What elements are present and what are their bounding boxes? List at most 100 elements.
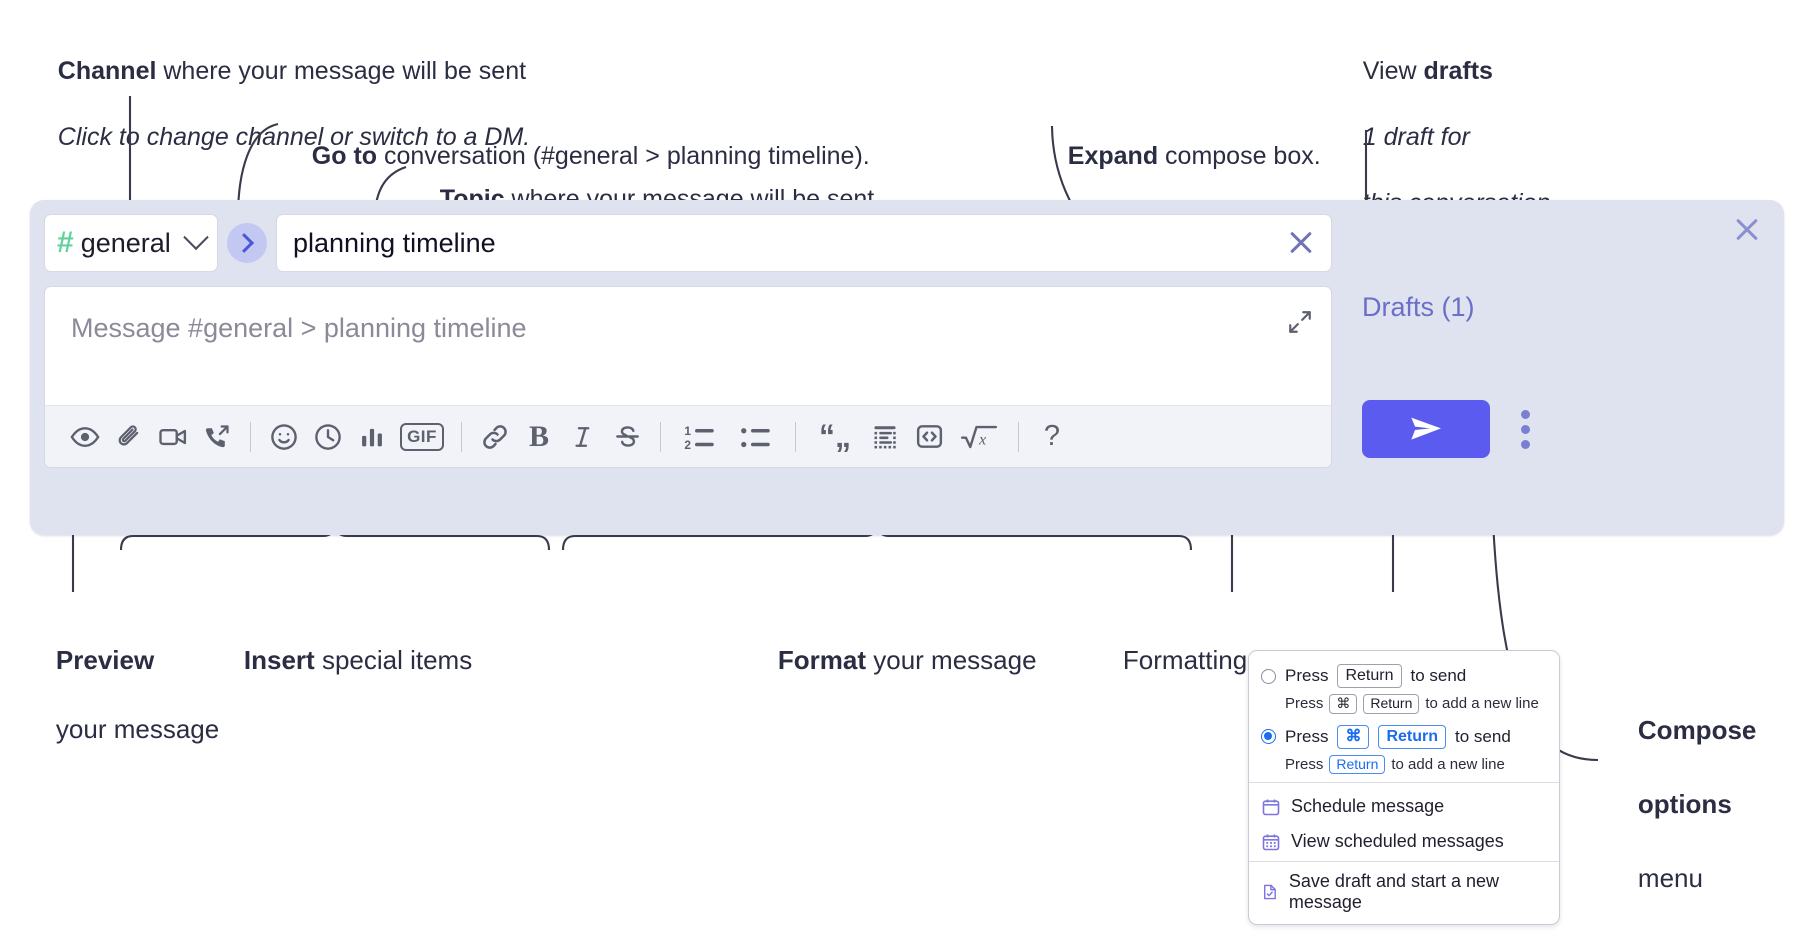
blockquote-label: “„ [819,418,851,454]
bold-icon[interactable]: B [517,415,561,459]
option2-sub-post: to add a new line [1391,755,1505,773]
chevron-down-icon [183,224,209,251]
message-placeholder: Message #general > planning timeline [71,313,527,343]
gif-label: GIF [400,422,444,451]
annotation-channel-rest: where your message will be sent [156,57,527,85]
poll-bar-chart-icon[interactable] [350,415,394,459]
send-button[interactable] [1362,400,1490,458]
menu-divider [1249,861,1559,862]
topic-value: planning timeline [293,227,496,258]
option2-pre: Press [1285,726,1329,746]
bold-label: B [528,419,549,453]
save-draft-icon [1264,884,1276,900]
send-option-cmd-return-sub: Press Return to add a new line [1285,754,1547,774]
option1-pre: Press [1285,666,1329,685]
menu-item-label: Save draft and start a new message [1288,871,1500,912]
send-option-cmd-return[interactable]: Press ⌘ Return to send Press Return to a… [1249,722,1559,774]
compose-options-kebab-icon[interactable] [1512,404,1538,454]
annotation-goto: Go to conversation (#general > planning … [284,107,870,206]
annotation-expand-rest: compose box. [1158,142,1321,170]
video-camera-icon[interactable] [151,415,195,459]
emoji-smiley-icon[interactable] [262,415,306,459]
calendar-grid-icon [1262,834,1280,850]
annotation-insert: Insert special items [215,609,472,712]
svg-text:2: 2 [684,437,691,451]
annotation-compose-options-bold2: options [1637,788,1732,819]
send-option-cmd-return-row: Press ⌘ Return to send [1261,724,1547,749]
formatting-help-icon[interactable]: ? [1030,415,1074,459]
option1-sub-pre: Press [1285,695,1324,713]
send-paper-plane-icon [1411,417,1441,440]
annotation-format: Format your message [749,609,1037,712]
menu-item-save-draft[interactable]: Save draft and start a new message [1249,864,1559,920]
annotation-goto-bold: Go to [311,142,378,170]
expand-compose-icon[interactable] [1287,309,1313,335]
drafts-link[interactable]: Drafts (1) [1362,292,1475,322]
menu-item-label: Schedule message [1291,796,1445,816]
toolbar-divider [1018,421,1019,452]
goto-conversation-button[interactable] [227,223,267,263]
toolbar-divider [660,421,661,452]
bulleted-list-icon[interactable] [728,415,784,459]
annotation-preview-bold: Preview [55,645,155,676]
annotation-channel-bold: Channel [57,57,157,85]
annotation-drafts-bold: drafts [1423,57,1493,85]
gif-icon[interactable]: GIF [394,415,450,459]
radio-cmd-return[interactable] [1261,729,1276,744]
annotation-goto-rest: conversation (#general > planning timeli… [377,142,870,170]
italic-icon[interactable] [561,415,605,459]
annotation-compose-options: Compose options menu [1609,675,1756,933]
message-input-box[interactable]: Message #general > planning timeline [44,286,1332,468]
key-return: Return [1329,754,1386,774]
annotation-preview: Preview your message [27,609,219,781]
option2-post: to send [1455,726,1511,746]
link-icon[interactable] [473,415,517,459]
ordered-list-icon[interactable]: 1 2 [672,415,728,459]
annotation-drafts-pre: View [1362,57,1424,85]
chevron-right-icon [234,233,255,253]
toolbar-divider [795,421,796,452]
preview-eye-icon[interactable] [63,415,107,459]
attachment-paperclip-icon[interactable] [107,415,151,459]
calendar-schedule-icon [1262,799,1280,815]
toolbar-divider [250,421,251,452]
key-command: ⌘ [1337,724,1370,749]
key-return: Return [1363,694,1420,714]
topic-input[interactable]: planning timeline [276,214,1332,272]
clear-topic-icon[interactable] [1285,227,1317,259]
annotation-expand-bold: Expand [1067,142,1159,170]
kebab-dot [1520,424,1530,434]
send-option-return[interactable]: Press Return to send Press ⌘ Return to a… [1249,661,1559,714]
option1-sub-post: to add a new line [1425,695,1539,713]
blockquote-icon[interactable]: “„ [807,415,863,459]
key-command: ⌘ [1329,694,1358,714]
math-sqrt-icon[interactable]: x [951,415,1007,459]
send-option-return-row: Press Return to send [1261,664,1547,688]
annotation-insert-bold: Insert [243,645,315,676]
annotation-format-rest: your message [866,645,1037,676]
annotation-format-bold: Format [777,645,867,676]
hash-icon: # [57,226,74,259]
annotation-expand: Expand compose box. [1040,107,1321,206]
annotation-help-pre: Formatting [1122,645,1255,676]
svg-text:1: 1 [684,424,691,438]
option2-sub-pre: Press [1285,755,1324,773]
radio-return[interactable] [1261,668,1276,684]
annotation-compose-options-bold1: Compose [1637,714,1757,745]
channel-selector[interactable]: # general [44,214,218,272]
strikethrough-icon[interactable] [605,415,649,459]
formatting-toolbar: GIF B [45,405,1331,467]
clock-icon[interactable] [306,415,350,459]
send-option-return-sub: Press ⌘ Return to add a new line [1285,694,1547,714]
svg-text:x: x [978,430,987,448]
menu-item-schedule-message[interactable]: Schedule message [1249,789,1559,824]
compose-inner: # general planning timeline Message #gen… [44,214,1332,468]
help-question-mark: ? [1043,420,1061,452]
code-block-icon[interactable] [863,415,907,459]
audio-clip-icon[interactable] [195,415,239,459]
compose-right-column: Drafts (1) [1360,200,1780,535]
menu-item-view-scheduled-messages[interactable]: View scheduled messages [1249,824,1559,859]
inline-code-icon[interactable] [907,415,951,459]
annotation-compose-options-rest: menu [1637,862,1703,893]
